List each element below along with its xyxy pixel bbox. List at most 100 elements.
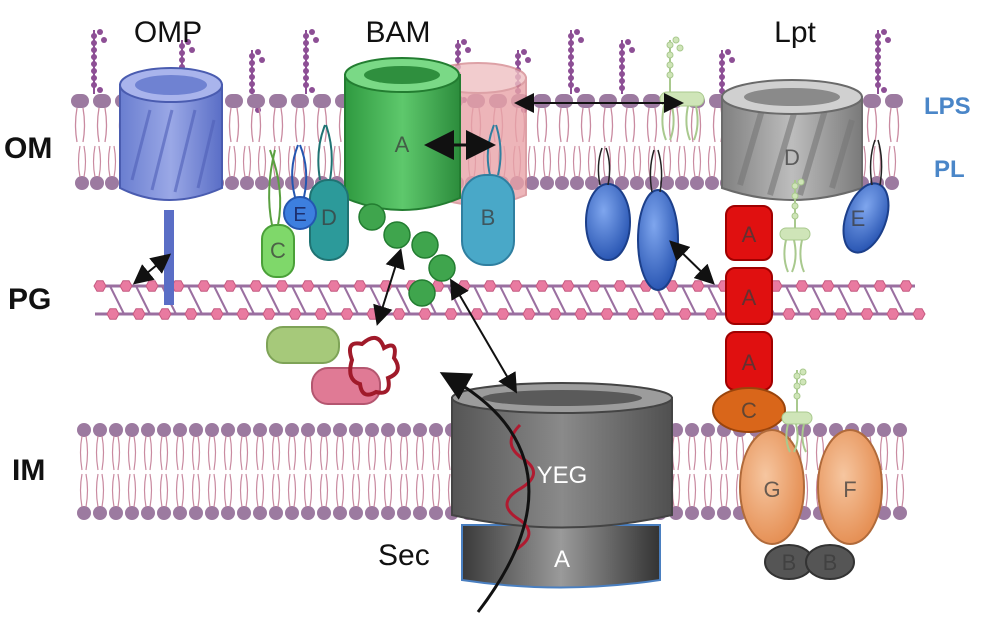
om-pl-head — [675, 176, 689, 190]
im-head — [429, 506, 443, 520]
im-head — [173, 423, 187, 437]
om-pl-tail — [647, 145, 657, 178]
pg-sugar — [509, 280, 523, 292]
bame-protein: E — [283, 196, 317, 230]
lps-sugar — [568, 75, 574, 81]
im-tail — [207, 435, 217, 471]
pg-sugar — [106, 308, 120, 320]
im-tail — [191, 435, 201, 471]
im-head — [429, 423, 443, 437]
lps-sugar — [515, 53, 521, 59]
im-tail — [159, 473, 169, 508]
lps-sugar — [881, 87, 887, 93]
om-pl-tail — [77, 145, 87, 178]
im-tail — [303, 473, 313, 508]
lps-tail — [602, 107, 614, 143]
im-tail — [191, 473, 201, 508]
omp-title: OMP — [134, 16, 202, 49]
im-tail — [319, 473, 329, 508]
im-tail — [319, 435, 329, 471]
im-tail — [287, 473, 297, 508]
lps-sugar — [455, 50, 461, 56]
pg-crosslink — [317, 285, 333, 315]
lps-head — [93, 94, 111, 108]
im-tail — [111, 435, 121, 471]
om-pl-head — [690, 176, 704, 190]
om-pl-head — [660, 176, 674, 190]
lps-sugar — [249, 67, 255, 73]
pg-sugar — [210, 308, 224, 320]
pg-sugar — [158, 308, 172, 320]
im-tail — [351, 435, 361, 471]
om-pl-tail — [587, 145, 597, 178]
im-tail — [431, 473, 441, 508]
im-tail — [223, 435, 233, 471]
pg-sugar — [600, 308, 614, 320]
pg-sugar — [444, 308, 458, 320]
om-pl-tail — [257, 145, 267, 178]
lps-tail — [558, 107, 570, 143]
pg-sugar — [145, 280, 159, 292]
lps-sugar — [313, 37, 319, 43]
lps-tail — [228, 107, 240, 143]
lps-sugar — [568, 68, 574, 74]
im-head — [333, 506, 347, 520]
lps-sugar — [303, 82, 309, 88]
lps-sugar — [303, 40, 309, 46]
pg-sugar — [457, 280, 471, 292]
lps-sugar — [574, 29, 580, 35]
im-head — [285, 506, 299, 520]
lps-sugar — [875, 40, 881, 46]
im-head — [141, 506, 155, 520]
lps-sugar — [885, 37, 891, 43]
im-head — [381, 506, 395, 520]
om-pl-head — [570, 176, 584, 190]
im-head — [717, 506, 731, 520]
pg-sugar — [340, 308, 354, 320]
lps-sugar — [303, 33, 309, 39]
pg-crosslink — [291, 285, 307, 315]
lps-sugar — [91, 54, 97, 60]
im-tail — [687, 435, 697, 471]
im-tail — [239, 473, 249, 508]
im-head — [125, 423, 139, 437]
om-pl-head — [540, 176, 554, 190]
pg-sugar — [353, 280, 367, 292]
bam-title: BAM — [365, 16, 430, 49]
om-pl-tail — [887, 145, 897, 178]
im-tail — [335, 473, 345, 508]
lptf-label: F — [843, 477, 856, 502]
pg-sugar — [366, 308, 380, 320]
im-tail — [303, 435, 313, 471]
lps-sugar — [875, 82, 881, 88]
lps-sugar — [881, 29, 887, 35]
im-head — [221, 506, 235, 520]
lps-sugar — [97, 87, 103, 93]
pg-crosslink — [707, 285, 723, 315]
lps-sugar — [578, 37, 584, 43]
im-head — [77, 506, 91, 520]
im-tail — [79, 435, 89, 471]
pg-crosslink — [109, 285, 125, 315]
peptidoglycan-layer — [93, 280, 926, 320]
lps-sugar — [629, 47, 635, 53]
lps-sugar — [303, 54, 309, 60]
pg-crosslink — [213, 285, 229, 315]
lps-sugar — [719, 60, 725, 66]
om-pl-head — [615, 176, 629, 190]
lptg-label: G — [763, 477, 780, 502]
im-head — [413, 506, 427, 520]
om-pl-tail — [707, 145, 717, 178]
lps-sugar — [91, 47, 97, 53]
bama-barrel: A — [344, 57, 461, 307]
lps-sugar — [303, 75, 309, 81]
im-head — [173, 506, 187, 520]
pg-sugar — [886, 308, 900, 320]
lps-sugar — [719, 81, 725, 87]
im-head — [797, 423, 811, 437]
pg-sugar — [652, 308, 666, 320]
lps-head — [643, 94, 661, 108]
im-head — [189, 423, 203, 437]
im-tail — [431, 435, 441, 471]
lps-sugar — [185, 39, 191, 45]
